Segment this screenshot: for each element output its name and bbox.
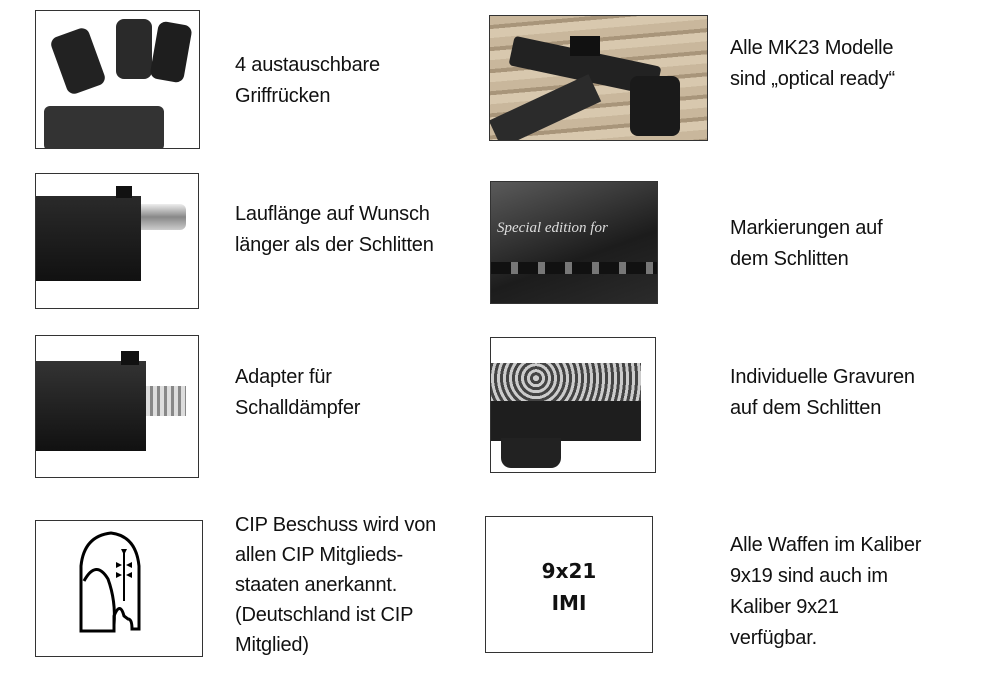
feature-text-engraving: Individuelle Gravuren auf dem Schlitten [730,362,915,424]
slide-marking-photo: Special edition for [490,181,658,304]
feature-text-suppressor: Adapter für Schalldämpfer [235,362,360,424]
text-line: Markierungen auf [730,217,883,239]
text-line: CIP Beschuss wird von [235,514,437,536]
text-line: Griffrücken [235,85,331,107]
feature-text-cip: CIP Beschuss wird von allen CIP Mitglied… [235,510,436,660]
text-line: Kaliber 9x21 [730,596,839,618]
text-line: Mitglied) [235,634,309,656]
text-line: Alle Waffen im Kaliber [730,534,922,556]
text-line: Lauflänge auf Wunsch [235,203,430,225]
feature-text-markings: Markierungen auf dem Schlitten [730,213,883,275]
text-line: Individuelle Gravuren [730,366,915,388]
optic-ready-pistol-photo [489,15,708,141]
text-line: 9x19 sind auch im [730,565,888,587]
text-line: sind „optical ready“ [730,68,895,90]
engraving-text: Special edition for [497,220,608,236]
text-line: auf dem Schlitten [730,397,882,419]
cip-proof-mark-icon [79,531,141,633]
suppressor-adapter-photo [35,335,199,478]
text-line: (Deutschland ist CIP [235,604,414,626]
engraved-slide-photo [490,337,656,473]
text-line: verfügbar. [730,627,817,649]
cip-proof-mark [35,520,203,657]
text-line: länger als der Schlitten [235,234,434,256]
caliber-label: 9x21 IMI [486,555,652,619]
text-line: staaten anerkannt. [235,574,398,596]
caliber-box: 9x21 IMI [485,516,653,653]
text-line: Alle MK23 Modelle [730,37,894,59]
caliber-line: 9x21 [541,559,597,583]
feature-text-caliber: Alle Waffen im Kaliber 9x19 sind auch im… [730,530,921,654]
text-line: Adapter für [235,366,332,388]
text-line: Schalldämpfer [235,397,361,419]
text-line: dem Schlitten [730,248,849,270]
grip-backstraps-photo [35,10,200,149]
caliber-line: IMI [551,591,587,615]
feature-text-barrel: Lauflänge auf Wunsch länger als der Schl… [235,199,434,261]
feature-text-grips: 4 austauschbare Griffrücken [235,50,380,112]
text-line: 4 austauschbare [235,54,380,76]
extended-barrel-photo [35,173,199,309]
text-line: allen CIP Mitglieds- [235,544,403,566]
feature-text-optics: Alle MK23 Modelle sind „optical ready“ [730,33,895,95]
